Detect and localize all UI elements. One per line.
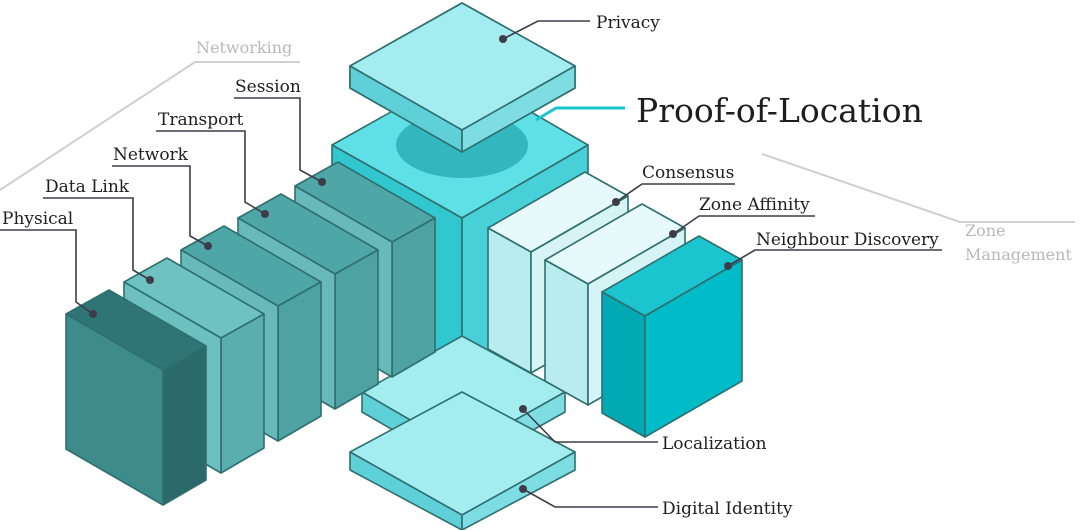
digital-identity-label: Digital Identity (662, 499, 793, 519)
neighbour-discovery-block (601, 235, 743, 438)
networking-bracket (0, 61, 300, 191)
transport-label: Transport (158, 110, 244, 130)
physical-block (65, 289, 207, 506)
data-link-label: Data Link (45, 177, 130, 197)
proof-of-location-title: Proof-of-Location (636, 91, 923, 130)
network-label: Network (113, 145, 189, 165)
proof-of-location-leader (535, 106, 625, 122)
neighbour-discovery-label: Neighbour Discovery (756, 230, 939, 250)
consensus-label: Consensus (642, 163, 734, 183)
zone-affinity-label: Zone Affinity (699, 195, 810, 215)
zone-management-label-line2: Management (965, 245, 1072, 264)
privacy-label: Privacy (596, 13, 660, 33)
privacy-slab-overlay (349, 2, 576, 153)
zone-management-label-line1: Zone (965, 221, 1006, 240)
leader-lines (0, 20, 942, 508)
physical-label: Physical (2, 209, 73, 229)
digital-identity-slab (349, 391, 576, 530)
session-label: Session (235, 77, 301, 97)
networking-group-label: Networking (196, 38, 292, 57)
localization-label: Localization (662, 434, 767, 454)
zone-management-bracket (761, 153, 1075, 223)
